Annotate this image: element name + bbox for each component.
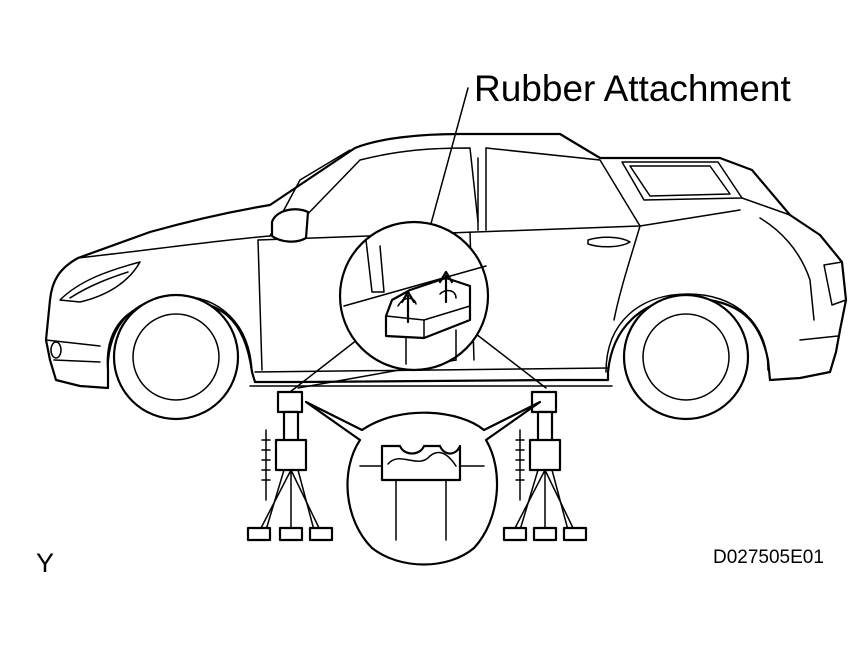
rear-wheel: [622, 293, 750, 421]
rubber-attachment-label: Rubber Attachment: [474, 68, 791, 109]
front-wheel: [112, 293, 240, 421]
magnify-ray-right-top: [475, 333, 547, 389]
figure-code: D027505E01: [713, 547, 824, 568]
detail-circle-attachment-3d: [338, 220, 490, 372]
corner-mark: Y: [36, 548, 55, 578]
detail-circle-attachment-front: [304, 400, 542, 566]
jack-stand-left: [246, 390, 334, 542]
